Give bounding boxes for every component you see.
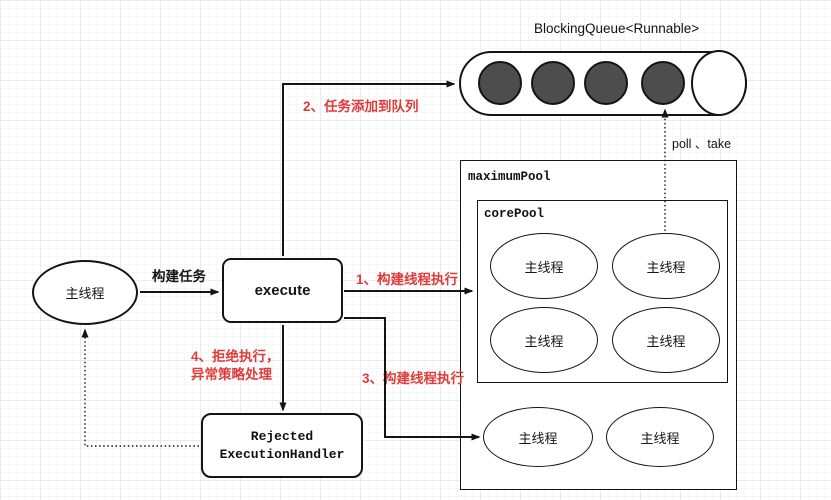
- thread-label: 主线程: [646, 333, 686, 349]
- rejected-handler-label: Rejected ExecutionHandler: [219, 429, 345, 462]
- poll-take-label: poll 、take: [672, 137, 732, 151]
- execute-box: execute: [222, 258, 343, 323]
- thread-label: 主线程: [646, 259, 686, 275]
- step3-label: 3、构建线程执行: [362, 371, 465, 386]
- maximum-pool-label: maximumPool: [468, 170, 551, 184]
- max-thread-ellipse: 主线程: [606, 407, 714, 467]
- thread-label: 主线程: [524, 259, 564, 275]
- step2-label: 2、任务添加到队列: [303, 99, 419, 114]
- core-thread-ellipse: 主线程: [612, 307, 720, 373]
- core-thread-ellipse: 主线程: [490, 233, 598, 299]
- blocking-queue-title: BlockingQueue<Runnable>: [534, 21, 700, 36]
- core-pool-label: corePool: [484, 207, 545, 221]
- queue-slot-filled: [641, 61, 685, 105]
- core-thread-ellipse: 主线程: [612, 233, 720, 299]
- core-thread-ellipse: 主线程: [490, 307, 598, 373]
- main-thread-ellipse: 主线程: [32, 260, 138, 325]
- step1-label: 1、构建线程执行: [356, 272, 459, 287]
- queue-slot-filled: [531, 61, 575, 105]
- rejected-handler-box: Rejected ExecutionHandler: [201, 413, 363, 478]
- max-thread-ellipse: 主线程: [483, 407, 593, 467]
- main-thread-label: 主线程: [65, 286, 105, 301]
- build-task-label: 构建任务: [152, 269, 206, 284]
- queue-slot-filled: [478, 61, 522, 105]
- queue-slot-empty: [691, 50, 747, 116]
- thread-label: 主线程: [640, 430, 680, 446]
- execute-label: execute: [254, 282, 311, 299]
- thread-label: 主线程: [518, 430, 558, 446]
- step4-label: 4、拒绝执行， 异常策略处理: [191, 349, 280, 382]
- edge-reject-feedback: [81, 328, 199, 447]
- thread-label: 主线程: [524, 333, 564, 349]
- queue-slot-filled: [584, 61, 628, 105]
